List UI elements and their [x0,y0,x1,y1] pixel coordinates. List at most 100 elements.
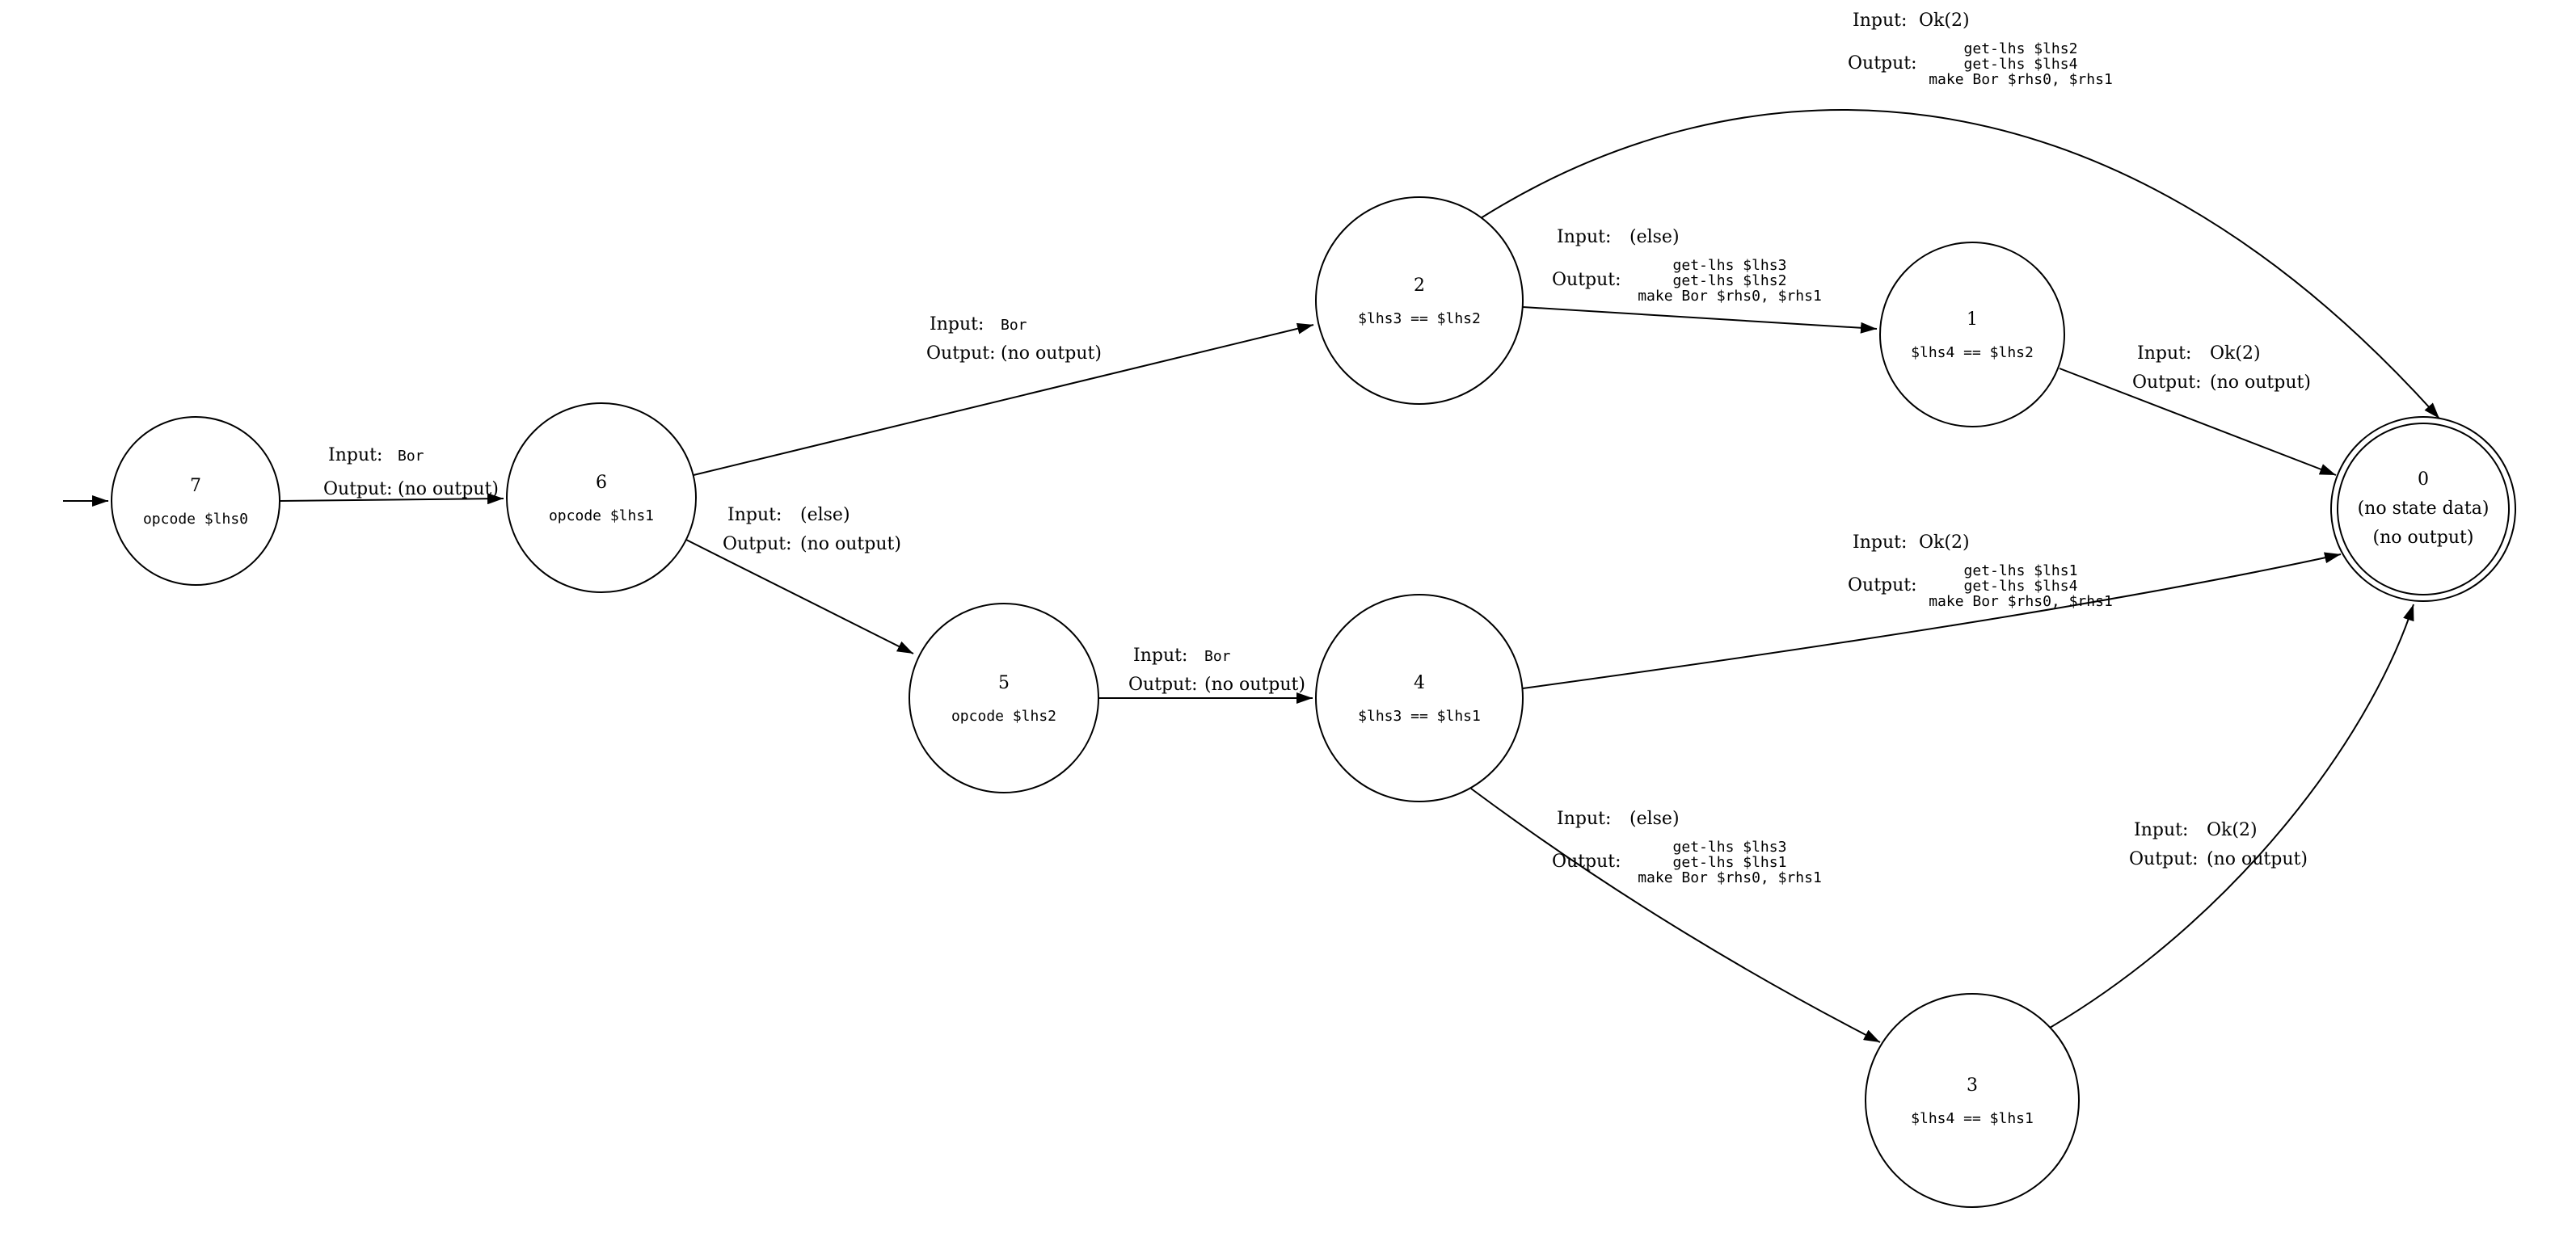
edge-output-value: (no output) [1001,343,1102,364]
node-data: opcode $lhs2 [951,708,1056,725]
edge-input-value: Bor [1001,317,1027,334]
node-data: opcode $lhs1 [549,507,654,524]
edge-output-label: Output: [323,479,393,499]
edge-input-value: Bor [398,448,424,465]
node-output: (no output) [2373,528,2474,548]
edge-output-line: get-lhs $lhs3 [1673,839,1787,856]
edge-output-value: (no output) [2207,849,2308,869]
state-node-1: 1 $lhs4 == $lhs2 [1879,242,2065,427]
edge-output-value: (no output) [1204,675,1305,695]
edge-input-value: Bor [1204,648,1231,665]
node-data: $lhs3 == $lhs2 [1358,310,1481,327]
edge-output-label: Output: [1128,675,1198,695]
edge-4-to-0: Input: Ok(2) Output: get-lhs $lhs1 get-l… [1522,532,2342,689]
edge-input-value: Ok(2) [1919,11,1970,31]
edge-input-label: Input: [1133,646,1187,666]
edge-output-line: get-lhs $lhs4 [1964,56,2078,73]
node-id: 5 [998,673,1010,693]
edge-output-line: get-lhs $lhs1 [1673,854,1787,871]
edge-output-label: Output: [1552,852,1621,872]
edge-output-line: make Bor $rhs0, $rhs1 [1929,71,2113,88]
edge-input-value: Ok(2) [2207,820,2258,840]
edge-2-to-1: Input: (else) Output: get-lhs $lhs3 get-… [1522,227,1878,334]
edge-output-line: get-lhs $lhs3 [1673,257,1787,274]
edge-line [1522,552,2342,689]
edge-line [1480,109,2440,419]
node-circle [909,603,1099,793]
edge-line [1470,788,1881,1043]
edge-input-label: Input: [727,505,782,525]
edge-input-value: (else) [800,505,850,525]
edge-output-label: Output: [1848,53,1917,74]
node-id: 6 [596,473,607,493]
node-data: $lhs3 == $lhs1 [1358,708,1481,725]
edge-output-line: make Bor $rhs0, $rhs1 [1638,869,1822,886]
edge-input-value: (else) [1629,227,1680,247]
state-node-4: 4 $lhs3 == $lhs1 [1315,594,1524,802]
state-node-0-accepting: 0 (no state data) (no output) [2330,416,2516,602]
edge-line [2049,604,2414,1029]
edge-7-to-6: Input: Bor Output: (no output) [279,445,504,505]
node-circle [1315,196,1524,405]
edge-input-label: Input: [2134,820,2188,840]
edge-output-label: Output: [723,534,792,554]
state-node-2: 2 $lhs3 == $lhs2 [1315,196,1524,405]
edge-input-label: Input: [328,445,382,465]
edge-line [2059,368,2337,476]
node-id: 0 [2418,469,2429,490]
node-data: opcode $lhs0 [143,511,248,528]
edge-output-line: make Bor $rhs0, $rhs1 [1638,288,1822,305]
edge-2-to-0: Input: Ok(2) Output: get-lhs $lhs2 get-l… [1480,11,2440,419]
edge-line [279,493,504,505]
state-node-5: 5 opcode $lhs2 [909,603,1099,793]
edge-input-label: Input: [1557,227,1611,247]
node-id: 3 [1967,1075,1978,1096]
node-id: 1 [1967,309,1978,330]
edge-output-value: (no output) [398,479,499,499]
edge-line [693,322,1314,476]
state-node-6: 6 opcode $lhs1 [506,402,697,593]
edge-6-to-2: Input: Bor Output: (no output) [693,314,1314,476]
edge-output-line: get-lhs $lhs2 [1964,40,2078,57]
edge-6-to-5: Input: (else) Output: (no output) [685,505,914,654]
edge-input-value: Ok(2) [1919,532,1970,553]
node-id: 2 [1414,276,1425,296]
node-id: 4 [1414,673,1425,693]
edge-line [685,539,914,654]
state-node-7: 7 opcode $lhs0 [111,416,280,586]
edge-input-label: Input: [2137,343,2191,364]
edge-output-line: make Bor $rhs0, $rhs1 [1929,593,2113,610]
edge-output-line: get-lhs $lhs4 [1964,578,2078,595]
node-state-data: (no state data) [2358,499,2490,519]
node-id: 7 [190,476,201,496]
edge-input-value: (else) [1629,809,1680,829]
edge-3-to-0: Input: Ok(2) Output: (no output) [2049,604,2414,1029]
node-data: $lhs4 == $lhs2 [1911,344,2034,361]
edge-input-label: Input: [1853,532,1907,553]
edge-input-value: Ok(2) [2210,343,2261,364]
edge-output-line: get-lhs $lhs1 [1964,562,2078,579]
edge-line [1522,306,1878,334]
edge-output-label: Output: [926,343,996,364]
node-data: $lhs4 == $lhs1 [1911,1110,2034,1127]
edge-output-label: Output: [1552,270,1621,290]
node-circle [111,416,280,586]
node-inner-circle [2337,423,2510,595]
node-circle [506,402,697,593]
edge-input-label: Input: [1557,809,1611,829]
edge-5-to-4: Input: Bor Output: (no output) [1098,646,1313,704]
edge-input-label: Input: [1853,11,1907,31]
edge-output-label: Output: [2132,372,2202,393]
edge-4-to-3: Input: (else) Output: get-lhs $lhs3 get-… [1470,788,1881,1043]
edge-output-line: get-lhs $lhs2 [1673,272,1787,289]
edge-output-value: (no output) [2210,372,2311,393]
edge-output-label: Output: [1848,575,1917,595]
edge-input-label: Input: [930,314,984,334]
node-circle [1315,594,1524,802]
state-node-3: 3 $lhs4 == $lhs1 [1865,993,2080,1208]
node-circle [1865,993,2080,1208]
node-circle [1879,242,2065,427]
edge-output-value: (no output) [800,534,901,554]
